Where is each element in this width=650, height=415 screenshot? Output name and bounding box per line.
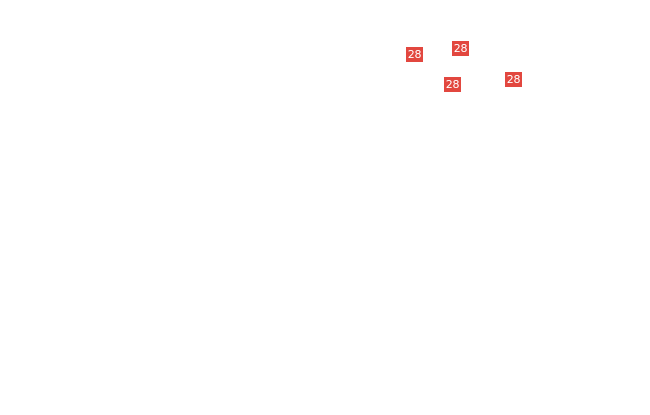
count-badge[interactable]: 28 (505, 72, 522, 87)
count-badge[interactable]: 28 (406, 47, 423, 62)
count-badge[interactable]: 28 (452, 41, 469, 56)
count-badge[interactable]: 28 (444, 77, 461, 92)
